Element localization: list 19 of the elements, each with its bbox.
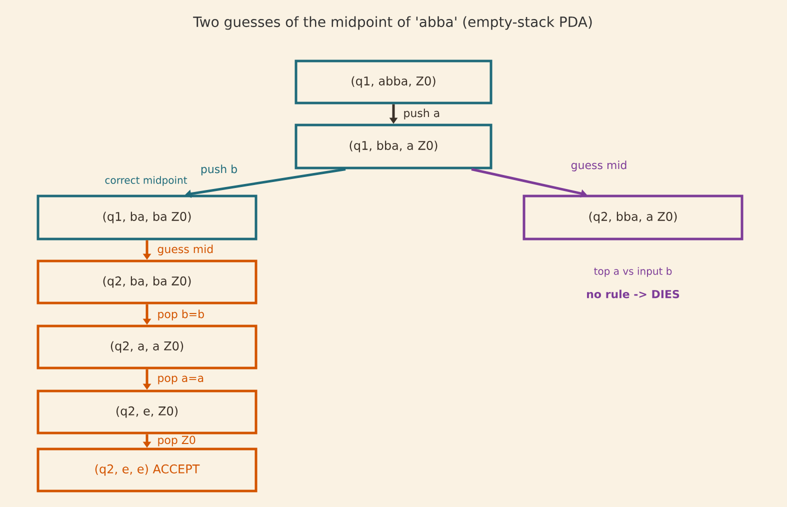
note: top a vs input b — [594, 267, 672, 277]
edge-label: pop Z0 — [156, 434, 197, 448]
state-box: (q1, abba, Z0) — [294, 60, 492, 104]
state-box: (q2, e, e) ACCEPT — [36, 448, 258, 492]
state-box: (q2, e, Z0) — [36, 390, 258, 434]
edge-label: pop b=b — [156, 308, 206, 322]
edge-label: push a — [402, 108, 442, 120]
note: correct midpoint — [105, 176, 188, 186]
edge-label: push b — [199, 164, 239, 176]
state-box: (q1, bba, a Z0) — [294, 124, 492, 170]
state-box: (q2, bba, a Z0) — [522, 194, 744, 240]
note: no rule -> DIES — [587, 290, 680, 298]
state-box: (q2, ba, ba Z0) — [36, 260, 258, 304]
edge-label: guess mid — [570, 160, 628, 172]
state-box: (q2, a, a Z0) — [36, 324, 258, 370]
title: Two guesses of the midpoint of 'abba' (empty-stack PDA) — [193, 16, 592, 30]
edge-label: pop a=a — [156, 374, 206, 386]
edge-label: guess mid — [156, 244, 215, 256]
state-box: (q1, ba, ba Z0) — [36, 194, 258, 240]
